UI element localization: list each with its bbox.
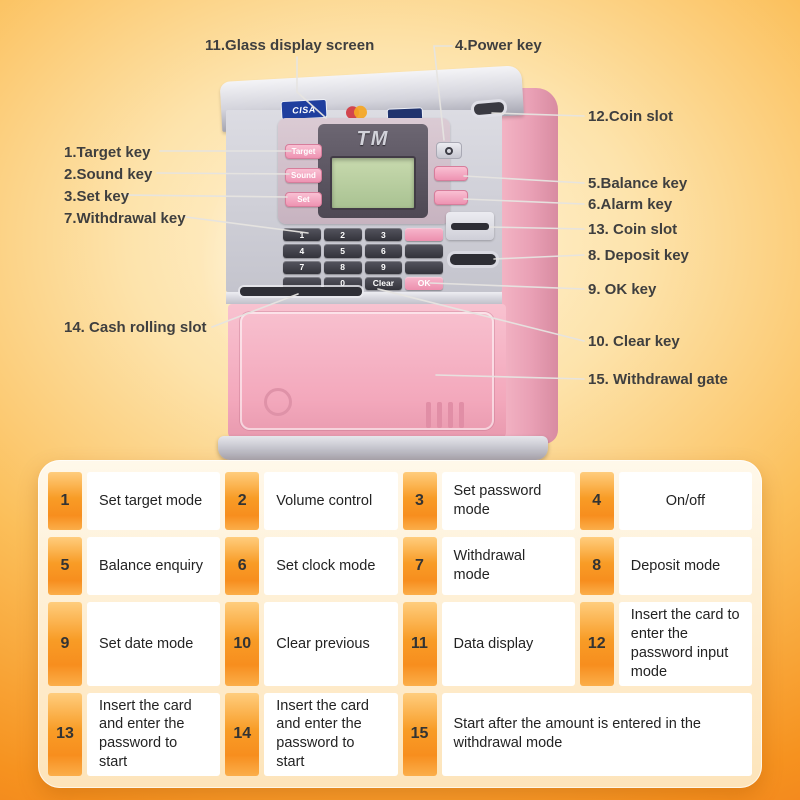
callout-target-key: 1.Target key	[64, 144, 151, 161]
key-blank-c	[283, 276, 321, 290]
feature-text: Set target mode	[87, 472, 221, 531]
feature-number: 12	[579, 602, 614, 686]
key-4: 4	[283, 244, 321, 258]
atm-side-panel	[498, 88, 558, 444]
feature-text: Clear previous	[264, 602, 398, 686]
feature-text: Set password mode	[441, 472, 575, 531]
feature-number: 4	[579, 472, 614, 531]
target-key: Target	[285, 144, 322, 159]
screen-brand-text: TM	[356, 128, 390, 150]
slot-opening	[451, 222, 489, 230]
key-1: 1	[283, 228, 321, 242]
feature-number: 8	[579, 537, 614, 596]
feature-text: Set date mode	[87, 602, 221, 686]
key-2: 2	[323, 228, 362, 242]
feature-text: Data display	[441, 602, 575, 686]
alarm-key	[434, 190, 468, 205]
vent-bar	[459, 402, 464, 428]
deposit-slot	[450, 254, 496, 265]
atm-base	[218, 436, 548, 460]
screen-bezel: TM	[318, 124, 428, 218]
glass-display-screen	[330, 156, 416, 210]
feature-number: 3	[402, 472, 437, 531]
feature-number: 11	[402, 602, 437, 686]
power-key	[436, 142, 462, 159]
power-icon	[445, 146, 453, 155]
feature-text: Insert the card and enter the password t…	[87, 692, 221, 776]
callout-power-key: 4.Power key	[455, 37, 542, 54]
callout-alarm-key: 6.Alarm key	[588, 196, 673, 213]
feature-text: Start after the amount is entered in the…	[441, 692, 752, 776]
feature-number: 15	[402, 692, 437, 776]
key-blank-a	[405, 244, 443, 258]
feature-number: 14	[225, 692, 260, 776]
feature-number: 9	[48, 602, 82, 686]
feature-text: Insert the card to enter the password in…	[618, 602, 752, 686]
ok-key: OK	[405, 276, 443, 290]
vent-bar	[437, 402, 442, 428]
callout-withdrawal-key: 7.Withdrawal key	[64, 210, 186, 227]
feature-number: 1	[48, 472, 82, 531]
feature-row: 5 Balance enquiry 6 Set clock mode 7 Wit…	[48, 537, 752, 596]
feature-number: 13	[48, 692, 82, 776]
key-blank-b	[405, 260, 443, 274]
callout-sound-key: 2.Sound key	[64, 166, 153, 183]
vent-bar	[426, 402, 431, 428]
feature-text: Volume control	[264, 472, 398, 531]
feature-row: 1 Set target mode 2 Volume control 3 Set…	[48, 472, 752, 531]
key-8: 8	[323, 260, 362, 274]
callout-balance-key: 5.Balance key	[588, 175, 688, 192]
callout-cash-rolling-slot: 14. Cash rolling slot	[64, 319, 207, 336]
feature-table: 1 Set target mode 2 Volume control 3 Set…	[38, 460, 762, 788]
key-0: 0	[323, 276, 362, 290]
feature-text: Insert the card and enter the password t…	[264, 692, 398, 776]
callout-ok-key: 9. OK key	[588, 281, 657, 298]
callout-set-key: 3.Set key	[64, 188, 130, 205]
feature-row: 9 Set date mode 10 Clear previous 11 Dat…	[48, 602, 752, 686]
keypad: 1 2 3 4 5 6 7 8 9 0 Clear OK	[283, 228, 443, 290]
coin-card-slot	[446, 212, 494, 240]
feature-text: Withdrawal mode	[441, 537, 575, 596]
feature-number: 10	[225, 602, 260, 686]
callout-coin-slot-top: 12.Coin slot	[588, 108, 674, 125]
feature-number: 2	[225, 472, 260, 531]
feature-number: 6	[225, 537, 260, 596]
feature-text: Deposit mode	[618, 537, 752, 596]
balance-key	[434, 166, 468, 181]
lock-circle-icon	[264, 388, 292, 416]
vent-bar	[448, 402, 453, 428]
key-9: 9	[364, 260, 403, 274]
callout-glass-display-screen: 11.Glass display screen	[205, 37, 375, 54]
feature-text: On/off	[618, 472, 752, 531]
screen-plate: TM	[278, 118, 450, 224]
key-7: 7	[283, 260, 321, 274]
callout-coin-slot-front: 13. Coin slot	[588, 221, 678, 238]
feature-text: Set clock mode	[264, 537, 398, 596]
vents	[426, 402, 464, 428]
callout-clear-key: 10. Clear key	[588, 333, 680, 350]
key-3: 3	[364, 228, 403, 242]
feature-number: 5	[48, 537, 82, 596]
drawer-outline	[240, 312, 494, 430]
feature-row: 13 Insert the card and enter the passwor…	[48, 692, 752, 776]
sound-key: Sound	[285, 168, 322, 183]
atm-front-panel: CISA TM Target Sound Set 1	[226, 99, 502, 292]
callout-deposit-key: 8. Deposit key	[588, 247, 689, 264]
key-5: 5	[323, 244, 362, 258]
callout-withdrawal-gate: 15. Withdrawal gate	[588, 371, 728, 388]
feature-number: 7	[402, 537, 437, 596]
withdrawal-key	[405, 228, 443, 242]
cisa-logo: CISA	[281, 99, 327, 120]
cash-rolling-slot	[240, 287, 362, 296]
withdrawal-gate	[228, 304, 506, 440]
clear-key: Clear	[364, 276, 403, 290]
feature-text: Balance enquiry	[87, 537, 221, 596]
set-key: Set	[285, 192, 322, 207]
key-6: 6	[364, 244, 403, 258]
